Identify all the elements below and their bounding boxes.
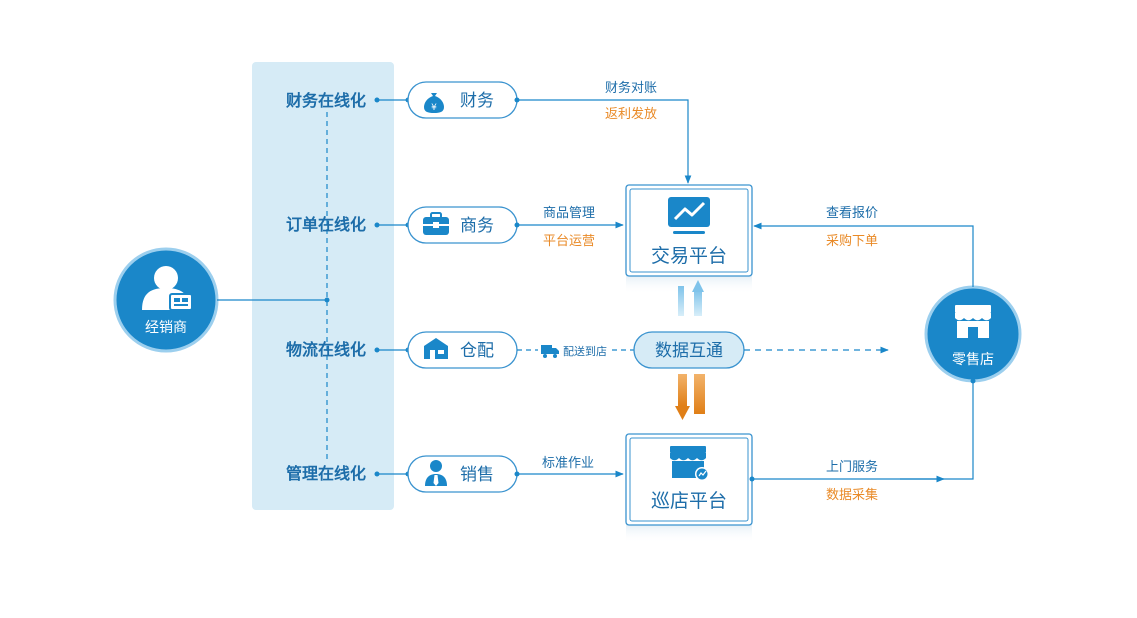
department-warehouse: 仓配: [407, 331, 518, 369]
distributor-node: 经销商: [113, 247, 219, 353]
department-business-label: 商务: [460, 216, 494, 236]
flow-finance-label-2: 返利发放: [605, 106, 657, 122]
briefcase-icon: [423, 212, 449, 235]
department-warehouse-label: 仓配: [460, 341, 494, 361]
department-finance: ¥ 财务: [407, 81, 518, 119]
flow-retail-top-label-1: 查看报价: [826, 205, 878, 221]
trade-platform-label: 交易平台: [651, 245, 727, 267]
flow-sales-label-1: 标准作业: [542, 456, 594, 471]
user-with-goods-icon: [142, 266, 193, 311]
distributor-label: 经销商: [145, 320, 187, 336]
patrol-platform-label: 巡店平台: [651, 490, 727, 512]
online-item-management: 管理在线化: [286, 464, 366, 483]
online-panel: [252, 62, 394, 510]
sync-down-arrows: [675, 374, 705, 420]
truck-icon: [541, 345, 559, 358]
storefront-icon: [955, 305, 991, 338]
svg-text:¥: ¥: [431, 103, 437, 113]
warehouse-icon: [424, 338, 448, 359]
flow-business-label-1: 商品管理: [543, 206, 595, 221]
sync-up-arrows: [678, 280, 704, 316]
flow-retail-bottom-label-1: 上门服务: [826, 459, 878, 475]
department-sales-label: 销售: [460, 465, 494, 485]
data-exchange-node: 数据互通: [633, 331, 745, 369]
retail-store-node: 零售店: [924, 285, 1022, 383]
online-item-finance: 财务在线化: [285, 91, 366, 110]
flow-retail-bottom-label-2: 数据采集: [826, 487, 878, 503]
online-item-logistics: 物流在线化: [286, 340, 366, 359]
storefront-chart-icon: [670, 446, 709, 481]
data-exchange-label: 数据互通: [655, 341, 723, 361]
salesperson-icon: [425, 460, 447, 486]
department-business: 商务: [407, 206, 518, 244]
online-item-order: 订单在线化: [286, 215, 366, 234]
trade-platform: 交易平台: [625, 184, 753, 294]
trend-monitor-icon: [668, 197, 710, 234]
flow-delivery-label: 配送到店: [563, 344, 607, 358]
department-finance-label: 财务: [460, 91, 494, 111]
flow-finance-label-1: 财务对账: [605, 80, 657, 96]
flow-business-label-2: 平台运营: [543, 234, 595, 249]
retail-store-label: 零售店: [952, 352, 994, 368]
flow-retail-top-label-2: 采购下单: [826, 233, 878, 249]
patrol-platform: 巡店平台: [625, 433, 753, 543]
department-sales: 销售: [407, 455, 518, 493]
money-bag-icon: ¥: [424, 93, 444, 113]
